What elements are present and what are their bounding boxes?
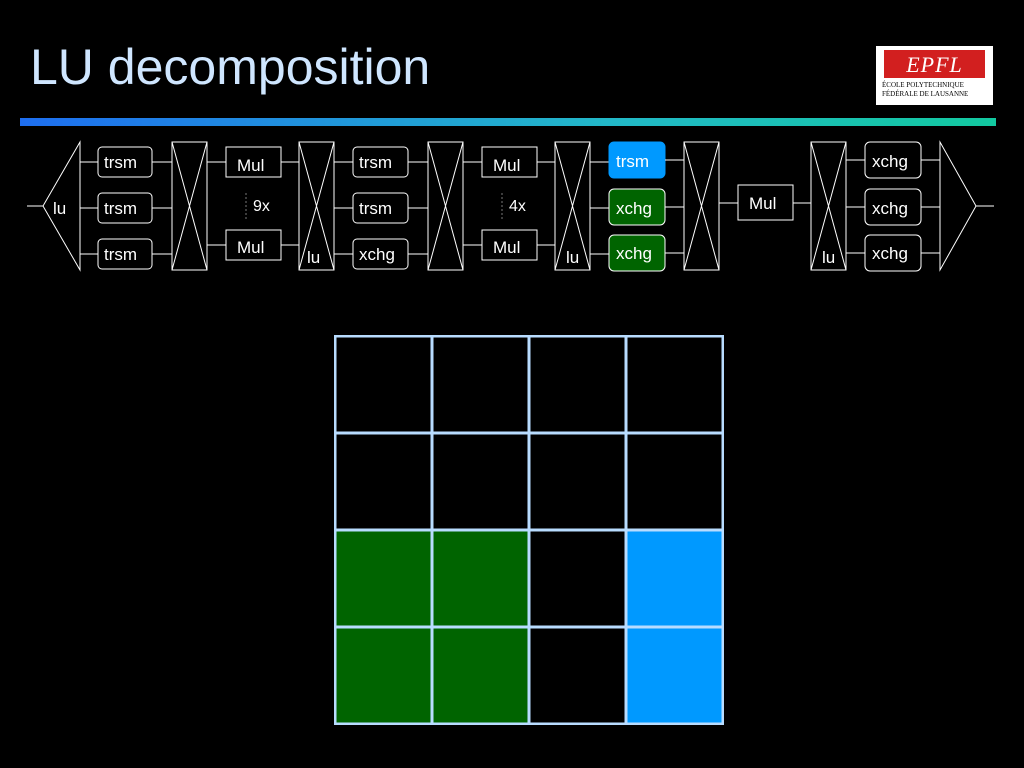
split-node xyxy=(42,140,81,272)
barrier-cross xyxy=(810,141,847,271)
task-label: xchg xyxy=(872,199,908,218)
task-label: trsm xyxy=(104,153,137,172)
matrix-block xyxy=(527,625,628,725)
task-label: Mul xyxy=(237,156,264,175)
matrix-block xyxy=(624,528,724,629)
matrix-block xyxy=(527,528,628,629)
matrix-block xyxy=(430,625,531,725)
task-label: xchg xyxy=(616,199,652,218)
barrier-cross xyxy=(683,141,720,271)
matrix-block xyxy=(334,335,434,435)
page-title: LU decomposition xyxy=(30,39,431,95)
barrier-cross xyxy=(171,141,208,271)
matrix-block xyxy=(430,528,531,629)
matrix-block xyxy=(527,431,628,532)
task-label: Mul xyxy=(237,238,264,257)
lu-barrier xyxy=(810,141,847,271)
split-label: lu xyxy=(53,199,66,218)
repeat-count: 4x xyxy=(509,198,526,215)
task-label: xchg xyxy=(616,244,652,263)
matrix-block xyxy=(430,335,531,435)
sync-barrier xyxy=(171,141,208,271)
task-label: trsm xyxy=(104,199,137,218)
task-label: trsm xyxy=(359,199,392,218)
repeat-count: 9x xyxy=(253,198,270,215)
barrier-cross xyxy=(554,141,591,271)
lu-barrier xyxy=(298,141,335,271)
task-label: xchg xyxy=(872,244,908,263)
barrier-cross xyxy=(427,141,464,271)
lu-label: lu xyxy=(822,248,835,267)
sync-barrier xyxy=(683,141,720,271)
matrix-block xyxy=(334,431,434,532)
barrier-cross xyxy=(298,141,335,271)
matrix-block xyxy=(334,625,434,725)
lu-label: lu xyxy=(307,248,320,267)
logo-mark-text: EPFL xyxy=(906,52,963,77)
task-label: trsm xyxy=(359,153,392,172)
matrix-block xyxy=(624,625,724,725)
sync-barrier xyxy=(427,141,464,271)
matrix-block xyxy=(430,431,531,532)
lu-barrier xyxy=(554,141,591,271)
logo-line-1: ÉCOLE POLYTECHNIQUE xyxy=(882,81,964,89)
matrix-block xyxy=(527,335,628,435)
matrix-block xyxy=(334,528,434,629)
epfl-logo-mark: EPFL xyxy=(884,50,985,78)
epfl-logo: EPFL ÉCOLE POLYTECHNIQUE FÉDÉRALE DE LAU… xyxy=(876,46,993,105)
task-label: Mul xyxy=(493,156,520,175)
task-label: xchg xyxy=(872,152,908,171)
merge-node xyxy=(939,140,977,272)
lu-label: lu xyxy=(566,248,579,267)
task-label: Mul xyxy=(749,194,776,213)
matrix-block-grid xyxy=(334,335,724,725)
matrix-block xyxy=(624,335,724,435)
task-flow-diagram: lu trsm trsm trsm Mul Mul 9x lu trsm trs… xyxy=(27,140,994,272)
title-divider xyxy=(20,118,996,126)
task-label: trsm xyxy=(104,245,137,264)
matrix-block xyxy=(624,431,724,532)
task-label: Mul xyxy=(493,238,520,257)
logo-line-2: FÉDÉRALE DE LAUSANNE xyxy=(882,90,969,98)
task-label: xchg xyxy=(359,245,395,264)
task-label: trsm xyxy=(616,152,649,171)
